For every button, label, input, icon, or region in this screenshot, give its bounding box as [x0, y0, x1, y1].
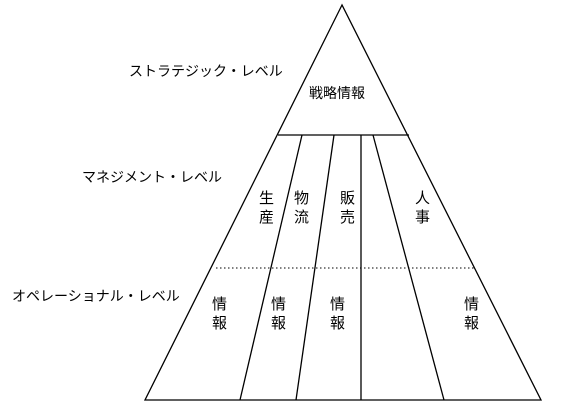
function-hr-char-1: 人 [415, 189, 430, 207]
info-logistics-char-2: 報 [271, 314, 286, 332]
column-divider-4 [372, 134, 445, 401]
info-sales: 情 報 [330, 295, 345, 332]
function-logistics-char-1: 物 [294, 189, 309, 207]
function-sales-char-2: 売 [340, 208, 355, 226]
column-divider-1 [239, 134, 303, 401]
strategic-level-label: ストラテジック・レベル [129, 64, 283, 80]
info-sales-char-1: 情 [330, 295, 345, 313]
function-hr-char-2: 事 [415, 208, 430, 226]
management-level-label: マネジメント・レベル [82, 170, 222, 186]
strategic-info-label: 戦略情報 [309, 86, 365, 102]
function-hr: 人 事 [415, 189, 430, 226]
info-hr-char-2: 報 [464, 314, 479, 332]
operational-level-label: オペレーショナル・レベル [12, 289, 180, 305]
function-sales-char-1: 販 [340, 189, 355, 207]
column-divider-2 [295, 134, 335, 401]
info-hr-char-1: 情 [464, 295, 479, 313]
info-production-char-1: 情 [212, 295, 227, 313]
function-sales: 販 売 [340, 189, 355, 226]
info-sales-char-2: 報 [330, 314, 345, 332]
function-production: 生 産 [259, 189, 274, 226]
pyramid-outline [143, 3, 543, 401]
info-hr: 情 報 [464, 295, 479, 332]
function-production-char-1: 生 [259, 189, 274, 207]
function-logistics: 物 流 [294, 189, 309, 226]
info-logistics: 情 報 [271, 295, 286, 332]
info-production-char-2: 報 [212, 314, 227, 332]
info-logistics-char-1: 情 [271, 295, 286, 313]
function-production-char-2: 産 [259, 208, 274, 226]
function-logistics-char-2: 流 [294, 208, 309, 226]
info-production: 情 報 [212, 295, 227, 332]
